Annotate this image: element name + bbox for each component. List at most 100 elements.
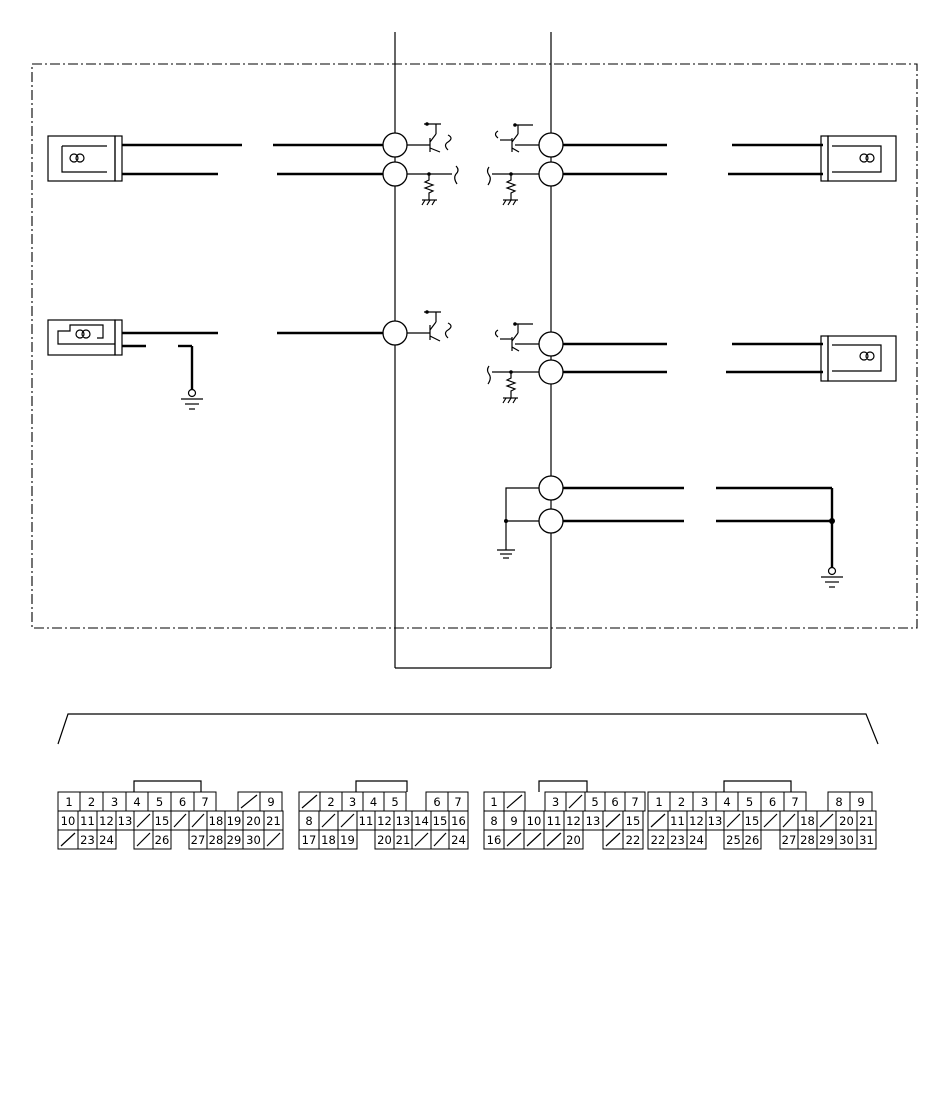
unused-pin-slash (60, 832, 76, 847)
pin-number: 15 (155, 814, 170, 828)
connector-pin-cell (742, 829, 762, 850)
input-circuit-symbol (407, 310, 452, 342)
right-sensor-1 (563, 135, 897, 182)
pin-number: 2 (678, 795, 685, 809)
pin-number: 7 (454, 795, 461, 809)
pin-number: 22 (651, 833, 666, 847)
pin-number: 6 (611, 795, 618, 809)
pin-number: 15 (745, 814, 760, 828)
pin-number: 8 (305, 814, 312, 828)
pin-number: 9 (510, 814, 517, 828)
pin-number: 7 (631, 795, 638, 809)
control-unit-boundary (31, 63, 918, 629)
ecu-pin (382, 320, 408, 346)
ground-icon (181, 388, 203, 410)
ecu-pin (538, 359, 564, 385)
pin-number: 10 (527, 814, 542, 828)
pin-number: 19 (340, 833, 355, 847)
pin-number: 1 (655, 795, 662, 809)
pin-number: 13 (118, 814, 133, 828)
unused-pin-slash (136, 832, 151, 847)
ground-icon (497, 549, 515, 559)
pin-number: 20 (377, 833, 392, 847)
pin-number: 4 (723, 795, 730, 809)
pin-number: 28 (209, 833, 224, 847)
pin-number: 13 (586, 814, 601, 828)
pin-number: 29 (819, 833, 834, 847)
pin-number: 21 (859, 814, 874, 828)
unused-pin-slash (650, 813, 666, 828)
pin-number: 15 (626, 814, 641, 828)
input-circuit-symbol (486, 322, 539, 404)
pin-number: 26 (745, 833, 760, 847)
ecu-pin (538, 132, 564, 158)
pin-number: 12 (377, 814, 392, 828)
ecu-pin (538, 161, 564, 187)
unused-pin-slash (191, 813, 205, 828)
pin-number: 13 (396, 814, 411, 828)
connector-pin-cell (563, 829, 584, 850)
connector-pin-cell (686, 829, 707, 850)
pin-number: 14 (414, 814, 429, 828)
ground-icon (821, 566, 843, 588)
pin-number: 5 (591, 795, 598, 809)
pin-number: 12 (689, 814, 704, 828)
pin-number: 4 (133, 795, 140, 809)
ecu-pin (538, 508, 564, 534)
pin-number: 8 (835, 795, 842, 809)
coil-sensor-icon (61, 145, 107, 173)
pin-number: 25 (726, 833, 741, 847)
input-circuit-symbol (407, 122, 459, 206)
ecu-pin (382, 161, 408, 187)
pin-number: 11 (547, 814, 562, 828)
pin-number: 24 (451, 833, 466, 847)
pin-number: 6 (179, 795, 186, 809)
connector-pin-cell (622, 829, 644, 850)
pin-number: 6 (433, 795, 440, 809)
input-circuit-symbol (486, 123, 539, 206)
pin-number: 3 (701, 795, 708, 809)
pin-number: 17 (302, 833, 317, 847)
unused-pin-slash (173, 813, 187, 828)
pin-number: 20 (246, 814, 261, 828)
pin-number: 9 (857, 795, 864, 809)
unused-pin-slash (321, 813, 336, 828)
pin-number: 19 (227, 814, 242, 828)
pin-number: 20 (839, 814, 854, 828)
connector-pin-cell (152, 829, 172, 850)
pin-number: 6 (769, 795, 776, 809)
connector-pin-cell (856, 829, 877, 850)
left-sensor-2 (47, 319, 383, 410)
connector-bracket (57, 713, 879, 745)
unused-pin-slash (136, 813, 151, 828)
pin-number: 7 (201, 795, 208, 809)
pin-number: 24 (689, 833, 704, 847)
pin-number: 16 (451, 814, 466, 828)
pin-number: 31 (859, 833, 874, 847)
pin-number: 3 (349, 795, 356, 809)
pin-number: 1 (65, 795, 72, 809)
pin-number: 26 (155, 833, 170, 847)
unused-pin-slash (782, 813, 796, 828)
pin-number: 11 (80, 814, 95, 828)
coil-sensor-icon (832, 344, 882, 372)
pin-number: 2 (327, 795, 334, 809)
unused-pin-slash (506, 832, 522, 847)
pin-number: 13 (708, 814, 723, 828)
pin-number: 11 (359, 814, 374, 828)
pin-number: 8 (490, 814, 497, 828)
pin-number: 30 (839, 833, 854, 847)
unused-pin-slash (526, 832, 542, 847)
pin-number: 24 (99, 833, 114, 847)
pin-number: 28 (800, 833, 815, 847)
left-sensor-1 (47, 135, 383, 182)
right-sensor-2 (563, 335, 897, 382)
pin-number: 9 (267, 795, 274, 809)
pin-number: 16 (487, 833, 502, 847)
pin-number: 3 (111, 795, 118, 809)
pin-number: 21 (396, 833, 411, 847)
unused-pin-slash (546, 832, 562, 847)
